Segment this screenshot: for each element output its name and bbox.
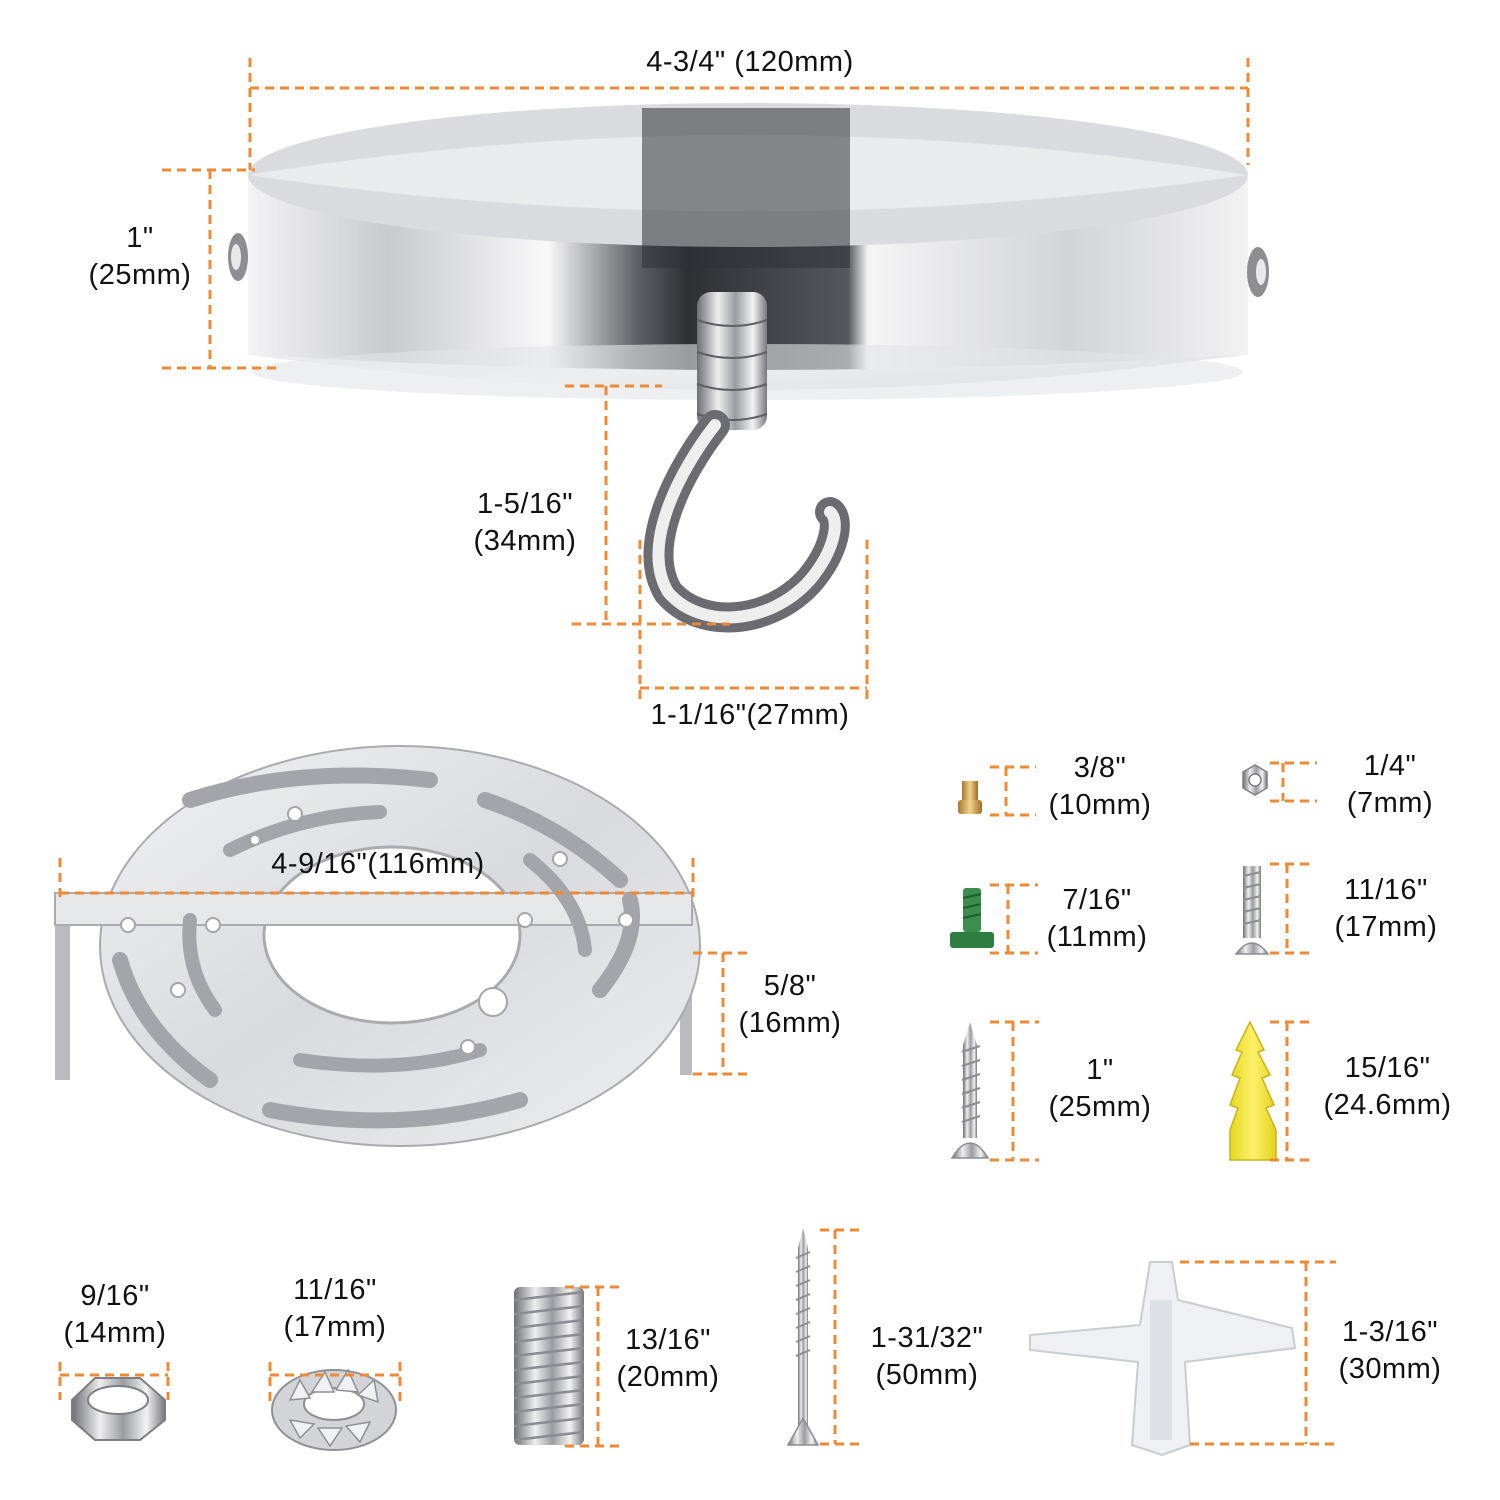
dimension-lines bbox=[58, 58, 1336, 1448]
long-wood-screw-image bbox=[786, 1228, 820, 1446]
hex-nut-small-image bbox=[1242, 764, 1268, 796]
wood-screw-label: 1"(25mm) bbox=[1048, 1054, 1152, 1123]
lock-nut-label: 9/16"(14mm) bbox=[63, 1280, 167, 1349]
wood-screw-image bbox=[950, 1022, 990, 1159]
threaded-nipple-image bbox=[513, 1287, 585, 1445]
lock-nut-image bbox=[71, 1377, 166, 1441]
crossbar-width-label: 4-9/16"(116mm) bbox=[271, 848, 485, 880]
hex-nut-small-label: 1/4"(7mm) bbox=[1346, 750, 1434, 819]
lock-washer-label: 11/16"(17mm) bbox=[283, 1274, 387, 1343]
brass-screw-label: 3/8"(10mm) bbox=[1048, 752, 1152, 821]
ground-screw-label: 7/16"(11mm) bbox=[1046, 884, 1148, 953]
long-screw-label: 1-31/32"(50mm) bbox=[870, 1322, 984, 1391]
canopy-diameter-label: 4-3/4" (120mm) bbox=[646, 46, 854, 78]
crossbar-mounting-plate bbox=[54, 745, 701, 1147]
canopy-side-screw-right bbox=[1247, 247, 1269, 297]
threaded-nipple-label: 13/16"(20mm) bbox=[616, 1324, 720, 1393]
machine-screw-label: 11/16"(17mm) bbox=[1334, 874, 1438, 943]
crossbar-leg-height-label: 5/8"(16mm) bbox=[738, 970, 842, 1039]
brass-screw-image bbox=[958, 781, 982, 814]
hook-height-label: 1-5/16"(34mm) bbox=[473, 488, 577, 557]
canopy-side-screw-left bbox=[228, 233, 248, 281]
ceiling-hook bbox=[643, 292, 850, 633]
canopy-height-label: 1"(25mm) bbox=[88, 222, 192, 291]
toggle-anchor-label: 1-3/16"(30mm) bbox=[1338, 1316, 1442, 1385]
yellow-plastic-anchor-image bbox=[1229, 1020, 1277, 1161]
toggle-anchor-image bbox=[1029, 1261, 1297, 1457]
anchor-label: 15/16"(24.6mm) bbox=[1323, 1052, 1452, 1121]
hook-width-label: 1-1/16"(27mm) bbox=[650, 699, 850, 731]
machine-screw-image bbox=[1234, 866, 1270, 955]
green-ground-screw-image bbox=[950, 888, 994, 948]
lock-washer-image bbox=[271, 1368, 397, 1451]
